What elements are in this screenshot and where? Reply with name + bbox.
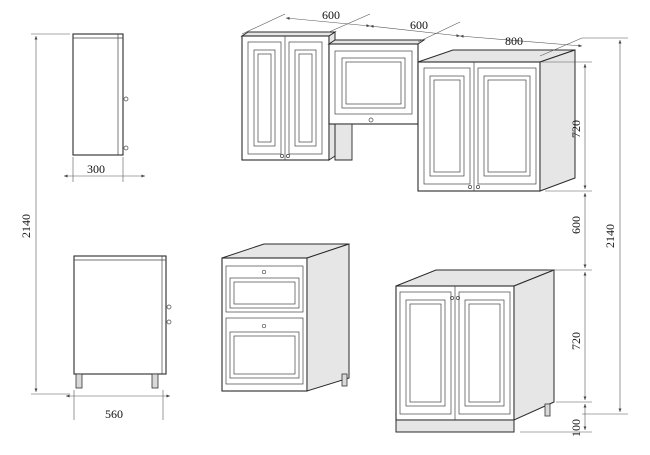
lower-depth-label: 560 bbox=[105, 407, 123, 421]
plinth-height-label: 100 bbox=[569, 419, 583, 437]
upper-width-middle-label: 600 bbox=[410, 18, 428, 32]
gap-height-label: 600 bbox=[569, 216, 583, 234]
lower-height-label: 720 bbox=[569, 332, 583, 350]
upper-depth-dimension: 300 bbox=[63, 157, 145, 182]
upper-cabinet-middle bbox=[327, 39, 426, 161]
lower-door-cabinet bbox=[395, 269, 555, 433]
lower-cabinet-side-view bbox=[73, 255, 172, 389]
upper-height-label: 720 bbox=[569, 120, 583, 138]
lower-drawer-cabinet bbox=[221, 243, 350, 392]
upper-depth-label: 300 bbox=[87, 162, 105, 176]
left-total-height-dimension: 2140 bbox=[19, 33, 70, 395]
upper-width-left-label: 600 bbox=[322, 8, 340, 22]
upper-width-dimensions: 600 600 800 bbox=[241, 8, 583, 57]
right-total-height-label: 2140 bbox=[603, 224, 617, 248]
upper-cabinet-right bbox=[417, 49, 576, 192]
upper-cabinet-side-view bbox=[72, 33, 129, 156]
upper-width-right-label: 800 bbox=[505, 34, 523, 48]
left-total-height-label: 2140 bbox=[19, 214, 33, 238]
right-height-dimensions: 720 600 720 100 2140 bbox=[520, 37, 628, 437]
lower-depth-dimension: 560 bbox=[66, 390, 170, 421]
upper-cabinet-left bbox=[240, 31, 337, 161]
